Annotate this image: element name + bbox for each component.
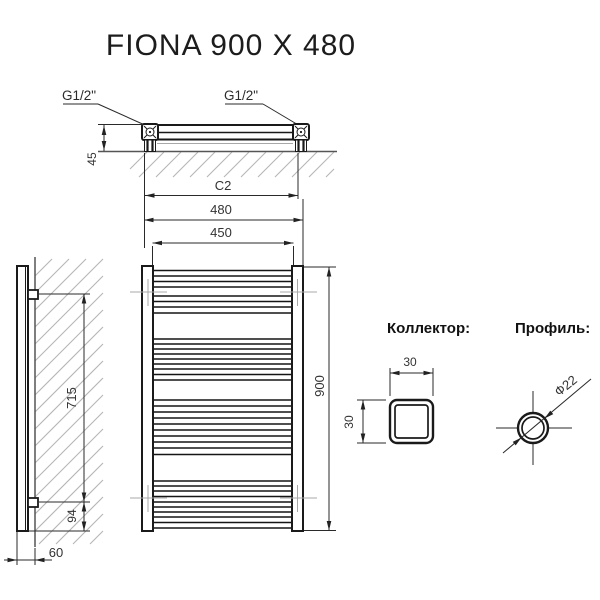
profile-section: Профиль: Ф22 — [496, 320, 592, 465]
collector-section: Коллектор: 30 30 — [342, 320, 470, 445]
hatch-line — [55, 496, 104, 545]
dim-arrowhead — [144, 217, 154, 223]
dim-arrowhead — [101, 141, 107, 151]
page-title: FIONA 900 X 480 — [106, 29, 356, 62]
hatch-line — [308, 151, 335, 178]
dimension-94: 94 — [65, 509, 79, 523]
dimension-c2: C2 — [215, 178, 232, 193]
hatch-line — [155, 151, 182, 178]
top-view: G1/2" G1/2" — [62, 88, 337, 178]
bracket-side-bottom — [27, 497, 39, 508]
hatch-line — [291, 151, 318, 178]
hatch-line — [34, 377, 104, 447]
hatch-line — [34, 411, 104, 481]
profile-label: Профиль: — [515, 320, 590, 337]
side-profile-bar — [16, 265, 29, 532]
hatch-line — [240, 151, 267, 178]
front-view: 900 — [130, 265, 336, 532]
hatch-line — [34, 258, 87, 311]
dim-arrowhead — [284, 240, 294, 246]
connection-label-left: G1/2" — [62, 88, 96, 103]
wall-hatching-side — [34, 258, 104, 545]
hatch-line — [325, 168, 335, 178]
bracket-centerlines — [130, 279, 317, 512]
hatch-line — [38, 479, 104, 545]
fitting-left — [141, 123, 159, 141]
hatch-line — [257, 151, 284, 178]
dimension-450: 450 — [210, 225, 232, 240]
dim-arrowhead — [81, 492, 87, 502]
dim-arrowhead — [293, 217, 303, 223]
leader-right-diag — [262, 103, 301, 127]
dim-arrowhead — [288, 193, 298, 198]
dim-arrowhead — [7, 557, 17, 563]
hatch-line — [274, 151, 301, 178]
hatch-line — [34, 394, 104, 464]
hatch-line — [172, 151, 199, 178]
hatch-line — [138, 151, 165, 178]
hatch-line — [34, 258, 104, 328]
dimension-collector-height: 30 — [342, 415, 356, 429]
dim-arrowhead — [360, 400, 366, 410]
dim-arrowhead — [81, 521, 87, 531]
hatch-line — [34, 428, 104, 498]
hatch-line — [34, 258, 70, 294]
fitting-right — [292, 123, 310, 141]
dim-arrowhead — [145, 193, 155, 198]
leader-left-diag — [97, 103, 148, 127]
hatch-line — [34, 445, 104, 515]
hatch-line — [34, 258, 53, 277]
tube-inner-circle — [521, 416, 545, 440]
dim-arrowhead — [81, 294, 87, 304]
collector-inner-square — [394, 404, 429, 439]
hatch-line — [89, 530, 104, 545]
collector-outer-square — [388, 398, 435, 445]
hatch-line — [34, 462, 104, 532]
dim-arrowhead — [423, 370, 433, 376]
side-view: 715 94 60 — [4, 257, 104, 565]
wall-hatching-top — [129, 151, 335, 178]
dimension-715: 715 — [64, 387, 79, 409]
hatch-line — [34, 326, 104, 396]
hatch-line — [34, 343, 104, 413]
dimension-60: 60 — [49, 545, 63, 560]
dimension-collector-width: 30 — [403, 355, 417, 369]
bracket-top-left — [144, 139, 156, 152]
dim-arrowhead — [81, 502, 87, 512]
dimension-900: 900 — [312, 375, 327, 397]
dimension-diameter: Ф22 — [552, 372, 580, 399]
bracket-side-top — [27, 289, 39, 300]
hatch-line — [34, 309, 104, 379]
dim-arrowhead — [35, 557, 45, 563]
hatch-line — [223, 151, 250, 178]
hatch-line — [72, 513, 104, 545]
hatch-line — [189, 151, 216, 178]
collector-left — [141, 265, 154, 532]
dimension-45: 45 — [85, 152, 99, 166]
hatch-line — [34, 275, 104, 345]
dim-arrowhead — [544, 410, 554, 419]
dimension-arrows — [7, 125, 554, 563]
hatch-line — [206, 151, 233, 178]
dim-arrowhead — [101, 125, 107, 135]
dim-arrowhead — [326, 267, 332, 277]
dim-arrowhead — [390, 370, 400, 376]
bracket-top-right — [295, 139, 307, 152]
collector-label: Коллектор: — [387, 320, 470, 337]
horizontal-tubes — [153, 269, 292, 529]
connection-label-right: G1/2" — [224, 88, 258, 103]
dim-arrowhead — [512, 437, 522, 446]
dim-arrowhead — [326, 521, 332, 531]
dimension-480: 480 — [210, 202, 232, 217]
collector-right — [291, 265, 304, 532]
dim-arrowhead — [152, 240, 162, 246]
hatch-line — [34, 360, 104, 430]
dim-arrowhead — [360, 433, 366, 443]
width-dimensions: C2 480 450 — [144, 153, 304, 265]
hatch-line — [34, 292, 104, 362]
